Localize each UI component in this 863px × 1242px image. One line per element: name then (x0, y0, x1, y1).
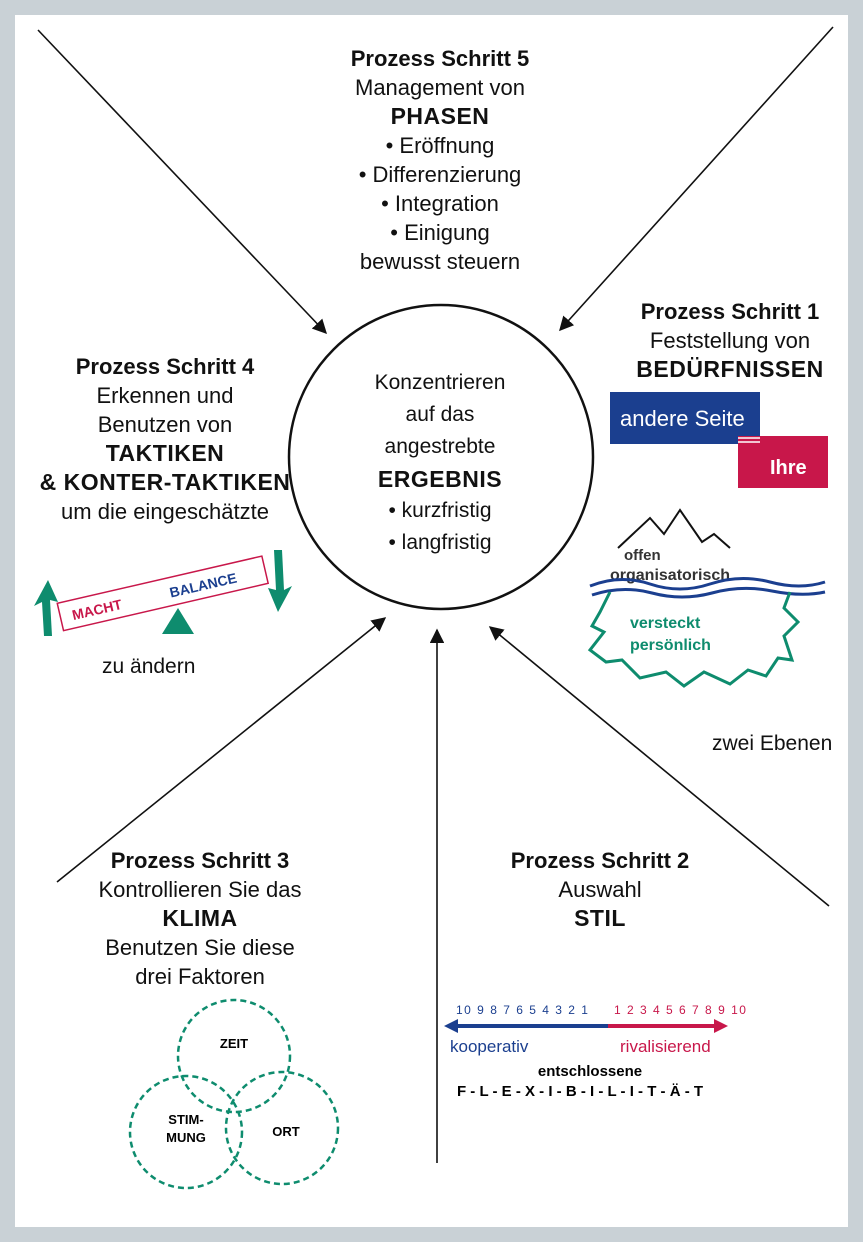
power-balance-seesaw: MACHT BALANCE (34, 550, 292, 636)
center-title: ERGEBNIS (377, 466, 503, 492)
center-line1: Konzentrieren (374, 371, 506, 394)
venn-time: ZEIT (220, 1036, 248, 1051)
scale-label-competitive: rivalisierend (620, 1037, 711, 1056)
iceberg-organisational: organisatorisch (610, 567, 730, 584)
step5-block: Prozess Schritt 5 Management von PHASEN … (300, 44, 580, 276)
step4-line2: Benutzen von (97, 412, 233, 437)
step3-block: Prozess Schritt 3 Kontrollieren Sie das … (70, 846, 330, 991)
iceberg-hidden: versteckt (630, 615, 701, 632)
center-circle (287, 303, 595, 611)
needs-box-bottom: Ihre (770, 457, 807, 479)
step4-title1: TAKTIKEN (105, 440, 225, 466)
step3-title: KLIMA (162, 905, 238, 931)
step1-title: BEDÜRFNISSEN (636, 356, 824, 382)
needs-box: andere Seite Ihre (610, 392, 828, 488)
step1-line1: Feststellung von (649, 328, 811, 353)
step1-heading: Prozess Schritt 1 (640, 299, 820, 324)
step2-line1: Auswahl (558, 877, 642, 902)
step4-caption: zu ändern (102, 655, 196, 678)
center-line3: angestrebte (384, 435, 496, 458)
step2-title: STIL (574, 905, 626, 931)
scale-label-cooperative: kooperativ (450, 1037, 529, 1056)
arrow-step2 (488, 626, 830, 907)
climate-venn: ZEIT STIM- MUNG ORT (128, 998, 340, 1190)
step3-heading: Prozess Schritt 3 (110, 848, 290, 873)
iceberg-open: offen (624, 547, 661, 564)
scale-numbers-right: 1 2 3 4 5 6 7 8 9 10 (614, 1003, 747, 1017)
venn-mood-1: STIM- (168, 1112, 203, 1127)
step2-heading: Prozess Schritt 2 (510, 848, 690, 873)
step2-flexibility: F - L - E - X - I - B - I - L - I - T - … (457, 1083, 703, 1100)
center-bullet-short: • kurzfristig (388, 499, 492, 522)
step5-bullet2: • Differenzierung (358, 162, 522, 187)
center-bullet-long: • langfristig (388, 531, 492, 554)
step5-bullet1: • Eröffnung (385, 133, 495, 158)
center-goal: Konzentrieren auf das angestrebte ERGEBN… (320, 367, 560, 559)
step4-title2: & KONTER-TAKTIKEN (39, 469, 291, 495)
arrow-step3 (56, 617, 387, 883)
step1-block: Prozess Schritt 1 Feststellung von BEDÜR… (600, 297, 860, 384)
step5-line1: Management von (355, 75, 525, 100)
step3-line1: Kontrollieren Sie das (98, 877, 302, 902)
iceberg-graphic: offen organisatorisch versteckt persönli… (587, 508, 826, 688)
step5-bullet4: • Einigung (390, 220, 490, 245)
venn-place: ORT (272, 1124, 300, 1139)
needs-box-top: andere Seite (620, 406, 745, 431)
step5-line2: bewusst steuern (359, 249, 521, 274)
step5-title: PHASEN (390, 103, 490, 129)
step4-block: Prozess Schritt 4 Erkennen und Benutzen … (20, 352, 310, 526)
step4-line1: Erkennen und (96, 383, 234, 408)
step2-line2: entschlossene (538, 1063, 642, 1080)
step1-caption: zwei Ebenen (712, 732, 833, 755)
center-line2: auf das (405, 403, 475, 426)
step3-line3: drei Faktoren (135, 964, 265, 989)
step4-line3: um die eingeschätzte (61, 499, 269, 524)
step3-line2: Benutzen Sie diese (105, 935, 295, 960)
style-scale: 10 9 8 7 6 5 4 3 2 1 1 2 3 4 5 6 7 8 9 1… (444, 1003, 746, 1100)
arrow-step5 (37, 29, 327, 335)
step2-block: Prozess Schritt 2 Auswahl STIL (470, 846, 730, 933)
venn-mood-2: MUNG (166, 1130, 206, 1145)
step5-bullet3: • Integration (381, 191, 499, 216)
iceberg-personal: persönlich (630, 637, 711, 654)
scale-numbers-left: 10 9 8 7 6 5 4 3 2 1 (456, 1003, 589, 1017)
step5-heading: Prozess Schritt 5 (350, 46, 530, 71)
step4-heading: Prozess Schritt 4 (75, 354, 255, 379)
arrow-step1 (559, 26, 834, 332)
